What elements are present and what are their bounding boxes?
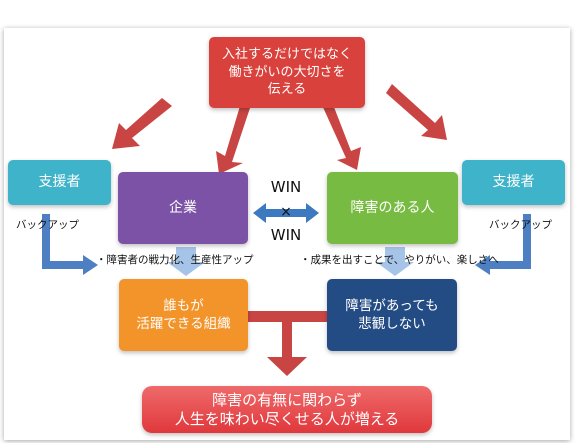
arrow-disabled-down (376, 247, 414, 276)
arrow-top-to-disabled (317, 89, 361, 170)
result-box: 障害の有無に関わらず 人生を味わい尽くせる人が増える (142, 386, 432, 433)
disabled-benefit-text: ・成果を出すことで、やりがい、楽しさへ (300, 254, 499, 266)
not-pessimistic-box: 障害があっても 悲観しない (327, 279, 457, 351)
arrow-top-to-company (216, 96, 253, 174)
disabled-person-box: 障害のある人 (327, 172, 458, 244)
support-right-box: 支援者 (462, 160, 565, 205)
connector-vertical (282, 321, 292, 359)
connector-horizontal (245, 311, 329, 322)
top-message-box: 入社するだけではなく 働きがいの大切さを 伝える (209, 37, 365, 108)
connector-arrow-head (267, 357, 307, 376)
arrow-top-to-left-support (112, 98, 172, 149)
double-arrow-company-disabled (253, 203, 319, 223)
win-bottom: WIN (270, 226, 302, 244)
win-times: × (280, 204, 292, 220)
arrow-top-to-right-support (386, 84, 447, 140)
arrow-company-down (167, 247, 205, 276)
arrow-right-support-to-benefit (489, 214, 531, 269)
support-left-sub: バックアップ (16, 219, 79, 231)
company-box: 企業 (118, 172, 248, 244)
arrow-left-support-to-benefit (42, 214, 84, 269)
win-top: WIN (270, 178, 302, 196)
everyone-active-box: 誰もが 活躍できる組織 (119, 279, 248, 351)
support-right-sub: バックアップ (489, 219, 552, 231)
arrow-right-support-head (475, 255, 490, 275)
arrow-left-support-head (83, 255, 98, 275)
support-left-box: 支援者 (8, 160, 111, 205)
company-benefit-text: ・障害者の戦力化、生産性アップ (96, 254, 254, 266)
